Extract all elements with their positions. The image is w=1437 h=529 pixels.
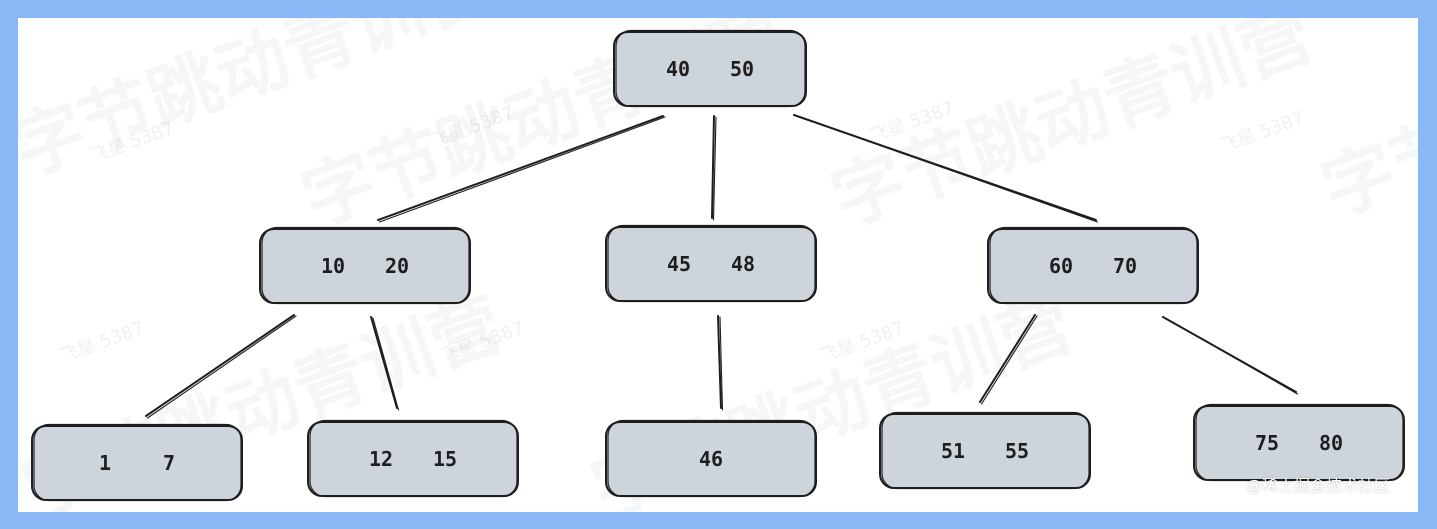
node-box-sketch-stroke — [1195, 403, 1404, 482]
node-key: 55 — [1005, 439, 1029, 463]
node-key: 10 — [321, 254, 345, 278]
node-box — [307, 421, 519, 497]
node-key: 20 — [385, 254, 409, 278]
tree-edge-sketch-stroke — [372, 317, 400, 411]
node-key: 15 — [433, 447, 457, 471]
tree-edge-sketch-stroke — [719, 316, 724, 411]
node-key: 7 — [163, 451, 175, 475]
node-key: 1 — [99, 451, 111, 475]
node-key: 48 — [731, 252, 755, 276]
tree-edge-n45-48-to-n46 — [717, 315, 722, 409]
tree-edge-sketch-stroke — [1164, 317, 1299, 395]
node-box-sketch-stroke — [989, 226, 1198, 305]
tree-node-n60-70: 60 70 — [987, 226, 1199, 305]
node-key: 75 — [1255, 431, 1279, 455]
tree-edge-n10-20-to-n12-15 — [370, 316, 398, 409]
tree-edge-root-to-n45-48 — [711, 115, 715, 219]
diagram-canvas: 字节跳动青训营 字节跳动青训营 字节跳动青训营 字节跳动青训营 字节跳动青训营 … — [18, 18, 1418, 512]
node-box — [259, 228, 471, 304]
node-key: 50 — [730, 57, 754, 81]
node-key: 80 — [1319, 431, 1343, 455]
tree-edge-sketch-stroke — [980, 315, 1038, 405]
node-box-sketch-stroke — [881, 411, 1090, 490]
node-box-sketch-stroke — [33, 423, 242, 502]
node-key: 60 — [1049, 254, 1073, 278]
node-key: 51 — [941, 439, 965, 463]
node-box — [31, 425, 243, 501]
node-box — [879, 413, 1091, 489]
tree-edge-n60-70-to-n51-55 — [979, 314, 1036, 403]
node-box — [987, 228, 1199, 304]
node-key: 40 — [666, 57, 690, 81]
tree-node-n45-48: 45 48 — [605, 224, 817, 303]
node-key: 45 — [667, 252, 691, 276]
tree-edge-sketch-stroke — [146, 315, 297, 419]
node-box-sketch-stroke — [309, 419, 518, 498]
node-box-sketch-stroke — [615, 29, 806, 108]
node-box — [1193, 405, 1405, 481]
node-key: 46 — [699, 447, 723, 471]
tree-node-n46: 46 — [605, 419, 817, 498]
tree-node-n75-80: 75 80 — [1193, 403, 1405, 482]
tree-node-root: 40 50 — [613, 29, 807, 108]
node-box — [613, 31, 807, 107]
node-box-sketch-stroke — [607, 419, 816, 498]
node-key: 12 — [369, 447, 393, 471]
credit-text: @稀土掘金技术社区 — [1245, 476, 1390, 495]
tree-edge-root-to-n10-20 — [377, 115, 664, 221]
tree-node-n10-20: 10 20 — [259, 226, 471, 305]
tree-edge-sketch-stroke — [378, 116, 666, 223]
tree-edge-n10-20-to-n1-7 — [145, 314, 295, 417]
tree-node-n12-15: 12 15 — [307, 419, 519, 498]
tree-node-n51-55: 51 55 — [879, 411, 1091, 490]
node-box-sketch-stroke — [261, 226, 470, 305]
tree-edge-sketch-stroke — [712, 116, 717, 221]
tree-edge-sketch-stroke — [795, 115, 1099, 223]
node-box — [605, 226, 817, 302]
node-box-sketch-stroke — [607, 224, 816, 303]
node-key: 70 — [1113, 254, 1137, 278]
